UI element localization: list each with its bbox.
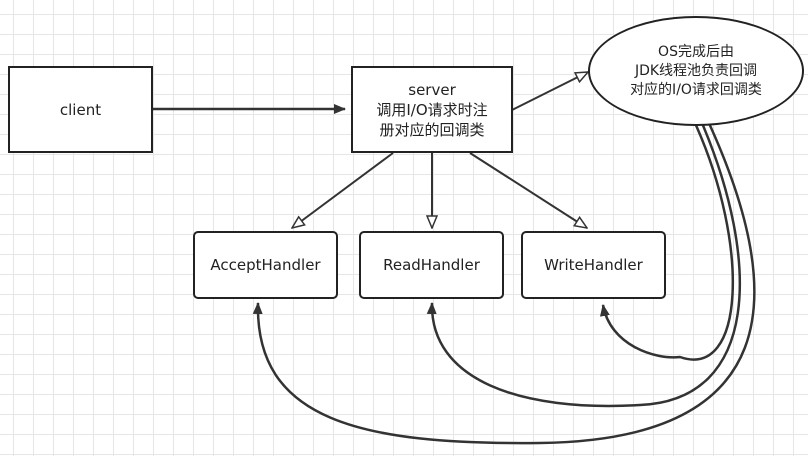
write-handler-label: WriteHandler bbox=[544, 256, 643, 274]
os-callback-node[interactable]: OS完成后由 JDK线程池负责回调 对应的I/O请求回调类 bbox=[588, 16, 804, 126]
os-label-line-1: OS完成后由 bbox=[658, 43, 734, 60]
edge-server-to-accept bbox=[292, 152, 394, 228]
client-label: client bbox=[59, 100, 102, 119]
write-handler-node[interactable]: WriteHandler bbox=[521, 231, 666, 299]
client-node[interactable]: client bbox=[8, 66, 153, 153]
server-node[interactable]: server 调用I/O请求时注 册对应的回调类 bbox=[351, 66, 513, 153]
read-handler-node[interactable]: ReadHandler bbox=[359, 231, 504, 299]
edge-os-to-read bbox=[426, 122, 741, 408]
server-label-line-1: server bbox=[408, 80, 456, 99]
os-label-line-2: JDK线程池负责回调 bbox=[634, 62, 758, 79]
server-label-line-3: 册对应的回调类 bbox=[379, 120, 485, 139]
server-label-line-2: 调用I/O请求时注 bbox=[376, 100, 488, 119]
read-handler-label: ReadHandler bbox=[383, 256, 480, 274]
edge-os-to-accept bbox=[252, 120, 756, 445]
accept-handler-node[interactable]: AcceptHandler bbox=[193, 231, 338, 299]
edge-server-to-write bbox=[469, 152, 587, 228]
edge-server-to-os bbox=[511, 71, 588, 111]
accept-handler-label: AcceptHandler bbox=[210, 256, 321, 274]
edge-os-to-write bbox=[599, 122, 735, 361]
os-label-line-3: 对应的I/O请求回调类 bbox=[630, 81, 762, 98]
